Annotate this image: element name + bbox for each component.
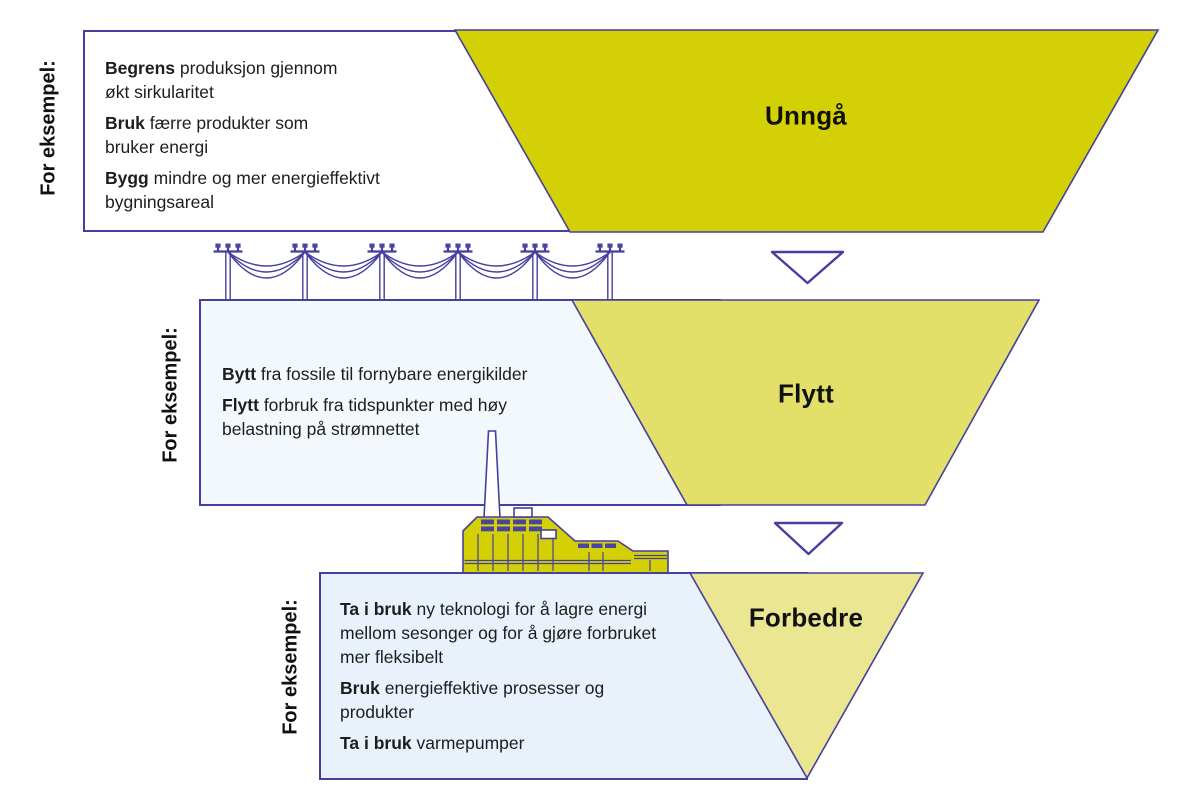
power-lines-icon	[212, 242, 626, 302]
example-text-line: økt sirkularitet	[105, 82, 214, 102]
side-label-improve: For eksempel:	[279, 599, 302, 735]
arrow-down-icon	[773, 521, 844, 556]
example-text-line: Ta i bruk ny teknologi for å lagre energ…	[340, 599, 648, 619]
funnel-level-avoid	[453, 29, 1160, 233]
example-text-avoid: Begrens produksjon gjennom økt sirkulari…	[105, 56, 380, 214]
arrow-down-icon	[770, 250, 845, 285]
example-text-line: Bytt fra fossile til fornybare energikil…	[222, 364, 528, 384]
example-text-line: bruker energi	[105, 137, 209, 157]
example-text-line: Bruk færre produkter som	[105, 113, 309, 133]
level-title-improve: Forbedre	[748, 602, 864, 633]
factory-icon	[462, 430, 669, 574]
example-text-line: mer fleksibelt	[340, 647, 444, 667]
example-text-shift: Bytt fra fossile til fornybare energikil…	[222, 362, 527, 441]
example-text-line: Ta i bruk varmepumper	[340, 733, 525, 753]
side-label-shift: For eksempel:	[159, 327, 182, 463]
example-text-line: Begrens produksjon gjennom	[105, 58, 338, 78]
example-text-line: Flytt forbruk fra tidspunkter med høy	[222, 395, 507, 415]
example-text-line: produkter	[340, 702, 414, 722]
funnel-level-improve	[688, 572, 925, 780]
example-text-line: Bygg mindre og mer energieffektivt	[105, 168, 380, 188]
side-label-avoid: For eksempel:	[37, 60, 60, 196]
example-text-line: belastning på strømnettet	[222, 419, 420, 439]
funnel-level-shift	[570, 299, 1041, 506]
level-title-shift: Flytt	[778, 378, 834, 409]
example-text-improve: Ta i bruk ny teknologi for å lagre energ…	[340, 597, 656, 755]
level-title-avoid: Unngå	[765, 100, 847, 131]
example-text-line: bygningsareal	[105, 192, 214, 212]
example-text-line: Bruk energieffektive prosesser og	[340, 678, 605, 698]
example-text-line: mellom sesonger og for å gjøre forbruket	[340, 623, 657, 643]
